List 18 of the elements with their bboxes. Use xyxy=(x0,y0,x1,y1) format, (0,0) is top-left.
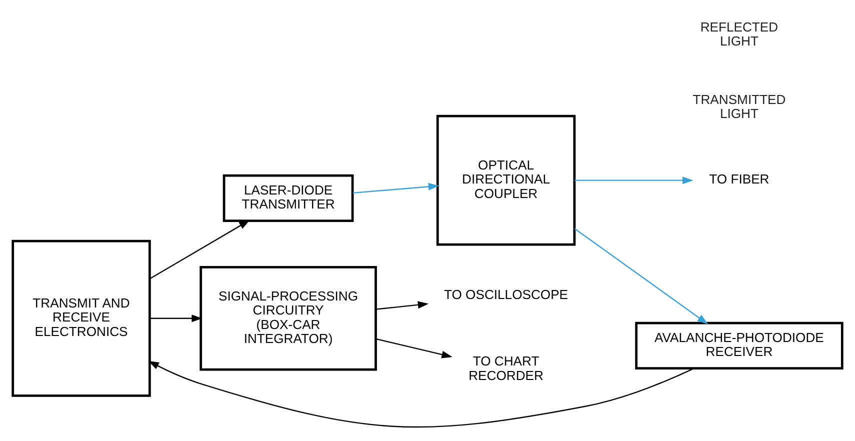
node-text: TO FIBER xyxy=(709,172,770,187)
arrow xyxy=(150,220,250,280)
arrow xyxy=(376,338,452,358)
arrow xyxy=(574,176,694,184)
node-text: TO OSCILLOSCOPE xyxy=(444,287,568,302)
arrow xyxy=(574,228,708,324)
label: TRANSMITTED LIGHT xyxy=(692,92,786,122)
label: REFLECTED LIGHT xyxy=(700,19,778,49)
node-box: LASER-DIODE TRANSMITTER xyxy=(222,174,354,222)
node-box: SIGNAL-PROCESSING CIRCUITRY (BOX-CAR INTEGRATOR) xyxy=(200,266,377,371)
node-box: OPTICAL DIRECTIONAL COUPLER xyxy=(436,114,576,246)
node-text: TO CHART RECORDER xyxy=(468,354,544,383)
node-box: AVALANCHE-PHOTODIODE RECEIVER xyxy=(635,322,844,370)
node-box: TRANSMIT AND RECEIVE ELECTRONICS xyxy=(12,240,151,397)
arrow xyxy=(148,360,694,428)
arrow xyxy=(352,182,440,194)
arrow xyxy=(376,301,429,310)
arrow xyxy=(150,314,202,322)
